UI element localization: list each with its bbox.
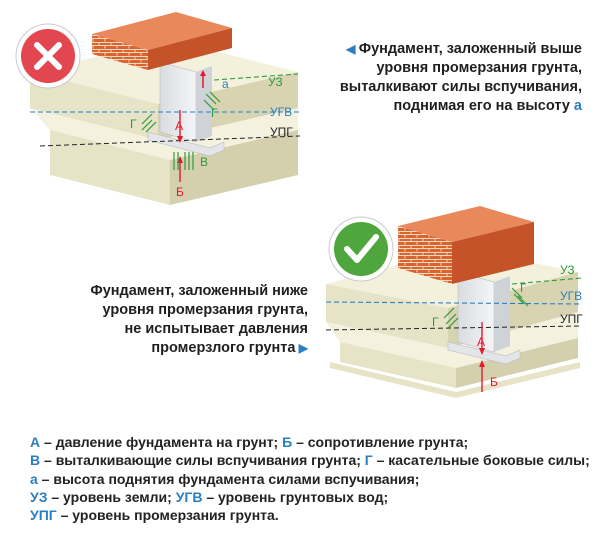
legend-text: – высота поднятия фундамента силами вспу… (37, 470, 420, 487)
cross-icon (15, 23, 81, 89)
legend-key: Б (282, 434, 293, 450)
legend-row: а – высота поднятия фундамента силами вс… (30, 470, 608, 488)
legend-text: – сопротивление грунта; (292, 434, 469, 450)
check-icon (328, 216, 394, 282)
legend-text: – давление фундамента на грунт; (40, 434, 283, 450)
label-g-left-b: Г (432, 315, 439, 329)
label-v-force: В (200, 155, 208, 169)
legend-text: – касательные боковые силы; (372, 452, 590, 469)
caption-top-accent: а (573, 98, 582, 114)
caption-bottom-line: уровня промерзания грунта, (102, 302, 308, 318)
soil-shelf-surface (30, 108, 298, 160)
legend-row: В – выталкивающие силы вспучивания грунт… (30, 451, 608, 469)
legend-text: – уровень земли; (47, 488, 176, 505)
diagram-bottom: УЗ УГВ УПГ А Б Г Г (325, 206, 583, 398)
label-b-force-b: Б (490, 375, 498, 389)
legend-row: А – давление фундамента на грунт; Б – со… (30, 433, 608, 451)
caption-bottom-line: Фундамент, заложенный ниже (90, 283, 308, 299)
legend-text: – выталкивающие силы вспучивания грунта; (40, 452, 365, 469)
diagram-top: УЗ УГВ УПГ а А Б В Г Г (15, 12, 301, 205)
level-upg-line (39, 135, 301, 147)
legend: А – давление фундамента на грунт; Б – со… (30, 433, 608, 524)
foundation-column-b (457, 271, 495, 353)
label-upg: УПГ (270, 125, 293, 139)
label-a-force-b: А (477, 335, 485, 349)
soil-upper-front (30, 72, 158, 140)
caption-top-line: уровня промерзания грунта, (376, 60, 582, 76)
label-a-height: а (222, 77, 229, 91)
caption-top-line: поднимая его на высоту (393, 98, 570, 114)
foundation-footing-b (447, 341, 521, 365)
caption-top: ◀ Фундамент, заложенный выше уровня пром… (318, 40, 582, 116)
caption-top-line: выталкивают силы вспучивания, (339, 79, 582, 95)
legend-key: Г (364, 452, 373, 469)
foundation-footing (147, 131, 225, 157)
legend-key: а (30, 470, 38, 487)
label-upg-b: УПГ (560, 312, 583, 326)
label-uz-b: УЗ (560, 263, 575, 277)
legend-row: УПГ – уровень промерзания грунта. (30, 506, 608, 524)
label-b-force: Б (176, 185, 184, 199)
label-g-left: Г (130, 117, 137, 131)
legend-key: В (30, 452, 41, 469)
caption-bottom-line: промерзлого грунта (151, 340, 296, 356)
caption-top-line: Фундамент, заложенный выше (358, 41, 582, 57)
label-ugv: УГВ (270, 105, 292, 119)
force-g-right-arrows (203, 91, 221, 111)
legend-key: УЗ (30, 488, 48, 505)
brick-wall (92, 12, 232, 50)
label-a-force: А (175, 119, 183, 133)
level-uz-line (213, 73, 299, 81)
legend-key: УГВ (175, 488, 203, 505)
legend-key: УПГ (30, 507, 57, 524)
force-g-left-arrows (141, 113, 157, 133)
soil-lower-front (50, 130, 170, 205)
soil-lower-side (170, 130, 298, 205)
caption-bottom-line: не испытывает давления (124, 321, 308, 337)
legend-text: – уровень грунтовых вод; (202, 488, 389, 505)
force-v-arrows (173, 152, 194, 170)
brick-wall-b (398, 206, 534, 242)
legend-text: – уровень промерзания грунта. (56, 507, 279, 524)
label-g-right-b: Г (520, 281, 527, 295)
legend-row: УЗ – уровень земли; УГВ – уровень грунто… (30, 488, 608, 506)
label-ugv-b: УГВ (560, 289, 582, 303)
label-uz: УЗ (268, 75, 283, 89)
label-g-right: Г (211, 106, 218, 120)
legend-key: А (30, 434, 41, 450)
caption-bottom: Фундамент, заложенный ниже уровня промер… (60, 282, 308, 358)
